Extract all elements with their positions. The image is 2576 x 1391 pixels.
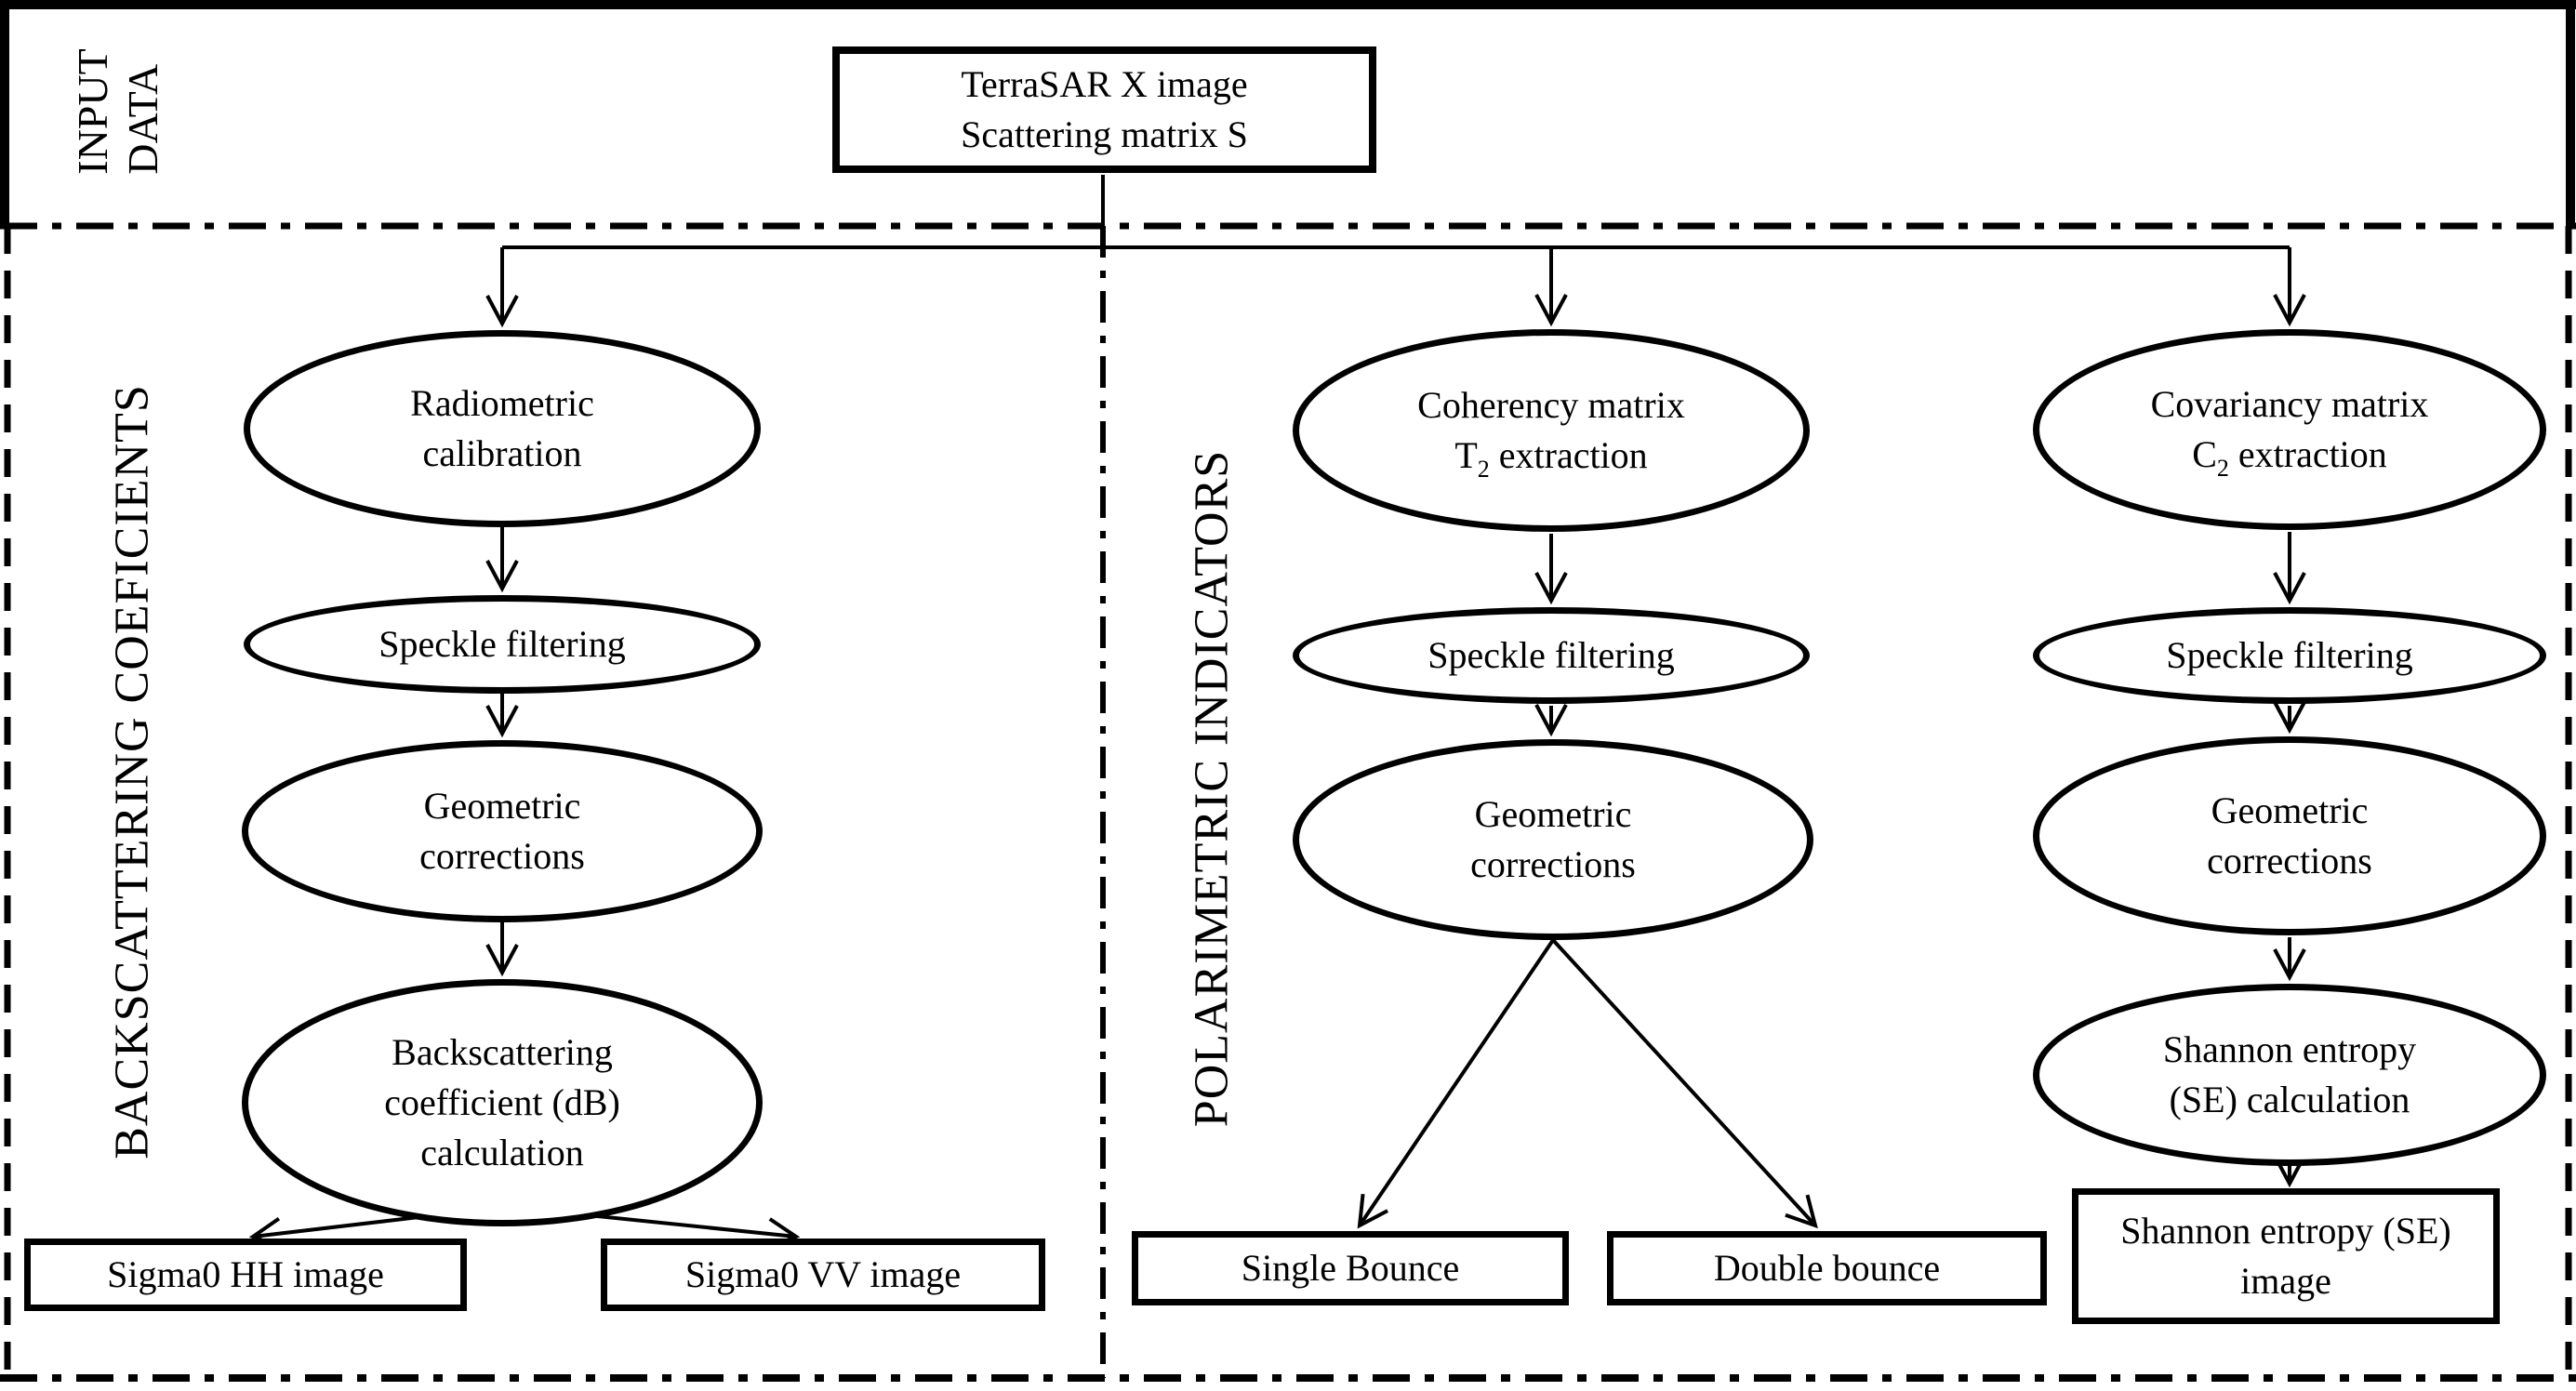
node-text: Shannon entropy (SE) [2120, 1210, 2451, 1252]
section-label-backscattering: BACKSCATTERING COEFICIENTS [105, 384, 159, 1159]
matrix-subscript: 2 [2216, 455, 2229, 482]
input-data-line1: INPUT [69, 48, 116, 175]
node-text-rest: extraction [2228, 433, 2387, 475]
matrix-subscript: 2 [1477, 456, 1490, 483]
node-radiometric-calibration: Radiometric calibration [244, 330, 761, 527]
node-text: Speckle filtering [378, 623, 626, 665]
arrow-geometric-double-bounce [1551, 938, 1818, 1229]
node-text: Sigma0 HH image [107, 1253, 384, 1295]
node-text: TerraSAR X image [961, 63, 1248, 105]
node-text: C2 extraction [2192, 430, 2387, 482]
node-text: (SE) calculation [2169, 1079, 2410, 1120]
node-double-bounce: Double bounce [1607, 1231, 2047, 1305]
section-label-polarimetric: POLARIMETRIC INDICATORS [1185, 449, 1239, 1128]
node-text: Speckle filtering [1427, 634, 1675, 676]
node-text: Speckle filtering [2166, 634, 2413, 676]
node-terrasar-input: TerraSAR X image Scattering matrix S [832, 46, 1376, 173]
node-text: Single Bounce [1241, 1247, 1460, 1289]
node-coherency-matrix-extraction: Coherency matrix T2 extraction [1293, 329, 1810, 532]
node-text: Coherency matrix [1417, 384, 1685, 426]
node-text: Sigma0 VV image [684, 1253, 962, 1295]
node-shannon-entropy-image: Shannon entropy (SE) image [2072, 1188, 2500, 1324]
node-text: corrections [419, 835, 585, 877]
node-text: calculation [420, 1132, 584, 1173]
node-text: coefficient (dB) [384, 1081, 620, 1123]
node-speckle-filtering-right: Speckle filtering [2033, 607, 2546, 704]
node-sigma0-vv-image: Sigma0 VV image [601, 1239, 1045, 1311]
node-geometric-corrections-left: Geometric corrections [242, 740, 763, 922]
node-covariancy-matrix-extraction: Covariancy matrix C2 extraction [2033, 329, 2546, 530]
node-text: Scattering matrix S [961, 113, 1248, 155]
node-text: Shannon entropy [2162, 1028, 2417, 1070]
arrow-geometric-single-bounce [1357, 938, 1555, 1229]
node-text: Double bounce [1713, 1247, 1941, 1289]
node-single-bounce: Single Bounce [1132, 1231, 1569, 1305]
node-text: corrections [2207, 840, 2372, 881]
node-text: image [2240, 1260, 2331, 1302]
matrix-symbol: C [2192, 433, 2217, 475]
node-backscattering-coefficient-calculation: Backscattering coefficient (dB) calculat… [242, 979, 763, 1226]
node-sigma0-hh-image: Sigma0 HH image [24, 1239, 467, 1311]
node-text: Radiometric [410, 382, 594, 424]
node-text: Geometric [423, 785, 581, 827]
node-text: Geometric [1474, 793, 1632, 835]
node-text-rest: extraction [1489, 434, 1648, 476]
node-shannon-entropy-calculation: Shannon entropy (SE) calculation [2033, 984, 2546, 1166]
matrix-symbol: T [1454, 434, 1478, 476]
section-label-input-data: INPUT DATA [68, 48, 168, 174]
input-data-line2: DATA [119, 63, 166, 175]
node-geometric-corrections-mid: Geometric corrections [1293, 739, 1813, 940]
node-speckle-filtering-left: Speckle filtering [244, 595, 761, 694]
node-speckle-filtering-mid: Speckle filtering [1293, 607, 1810, 704]
node-text: Geometric [2211, 789, 2369, 831]
node-text: corrections [1470, 843, 1636, 885]
node-text: Covariancy matrix [2150, 383, 2429, 425]
node-geometric-corrections-right: Geometric corrections [2033, 736, 2546, 935]
node-text: T2 extraction [1454, 431, 1648, 483]
node-text: calibration [422, 432, 582, 474]
node-text: Backscattering [392, 1031, 613, 1073]
